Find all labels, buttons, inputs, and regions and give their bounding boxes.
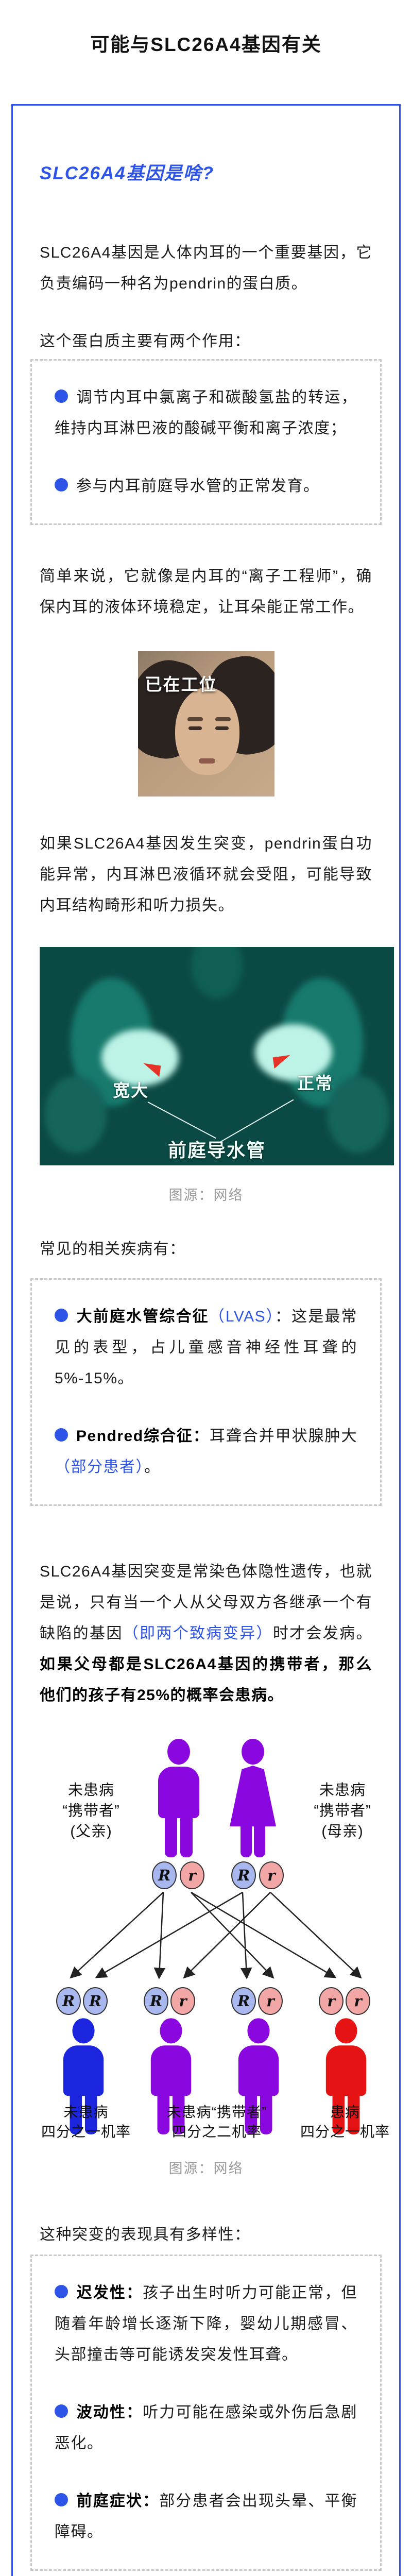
bullet-dot-icon [55,2493,68,2506]
allele-circle: r [180,1861,204,1889]
red-arrow-icon [142,1063,161,1077]
section-heading-what-is-slc26a4: SLC26A4基因是啥? [40,163,215,183]
paragraph-protein-roles-lead: 这个蛋白质主要有两个作用： [40,333,251,350]
ct-sinus-shape [191,947,243,998]
paragraph-mutation-effect: 如果SLC26A4基因发生突变，pendrin蛋白功能异常，内耳淋巴液循环就会受… [40,835,372,914]
allele-circle: R [152,1861,177,1889]
mother-figure [228,1739,278,1858]
allele-circle: R [231,1861,256,1889]
paragraph-gene-intro: SLC26A4基因是人体内耳的一个重要基因，它负责编码一种名为pendrin的蛋… [40,244,372,292]
allele-circle: R [231,1987,256,2015]
eye-shape [215,726,229,730]
red-arrow-icon [272,1055,292,1069]
allele-circle: r [259,1861,284,1889]
bullet-dot-icon [55,1309,68,1322]
list-item: 波动性：听力可能在感染或外伤后急剧恶化。 [55,2404,358,2452]
child-unaffected-figure [59,2018,108,2135]
paragraph-variability-lead: 这种突变的表现具有多样性： [40,2226,251,2243]
ct-label-vestibular-aqueduct: 前庭导水管 [167,1140,266,1161]
inheritance-arrows [70,1891,362,1979]
bullet-box-protein-roles: 调节内耳中氯离子和碳酸氢盐的转运，维持内耳淋巴液的酸碱平衡和离子浓度； 参与内耳… [30,359,382,525]
page-title: 可能与SLC26A4基因有关 [90,34,322,55]
inheritance-diagram-image[interactable]: 未患病 “携带者” (父亲) 未患病 “携带者” (母亲) R r R r [40,1733,394,2140]
eye-shape [188,726,202,730]
ct-bone-shape [327,1076,389,1153]
meme-image-at-work[interactable]: 已在工位 [138,651,274,796]
paragraph-ion-engineer: 简单来说，它就像是内耳的“离子工程师”，确保内耳的液体环境稳定，让耳朵能正常工作… [40,568,372,616]
child-affected-figure [322,2018,370,2135]
allele-circle: R [56,1987,81,2015]
list-item: 调节内耳中氯离子和碳酸氢盐的转运，维持内耳淋巴液的酸碱平衡和离子浓度； [55,389,357,437]
bullet-dot-icon [55,1428,68,1442]
list-item: Pendred综合征：耳聋合并甲状腺肿大（部分患者）。 [55,1428,358,1476]
ct-inner-ear-shape [255,1024,332,1081]
mother-label: 未患病 “携带者” (母亲) [314,1782,371,1840]
bullet-box-diseases: 大前庭水管综合征（LVAS）：这是最常见的表型，占儿童感音神经性耳聋的5%-15… [30,1278,382,1506]
father-label: 未患病 “携带者” (父亲) [62,1782,120,1840]
father-figure [154,1739,203,1858]
allele-circle: r [258,1987,283,2015]
bullet-dot-icon [55,2285,68,2298]
bullet-dot-icon [55,2404,68,2418]
brow-shape [187,717,203,721]
allele-circle: R [144,1987,168,2015]
list-item: 大前庭水管综合征（LVAS）：这是最常见的表型，占儿童感音神经性耳聋的5%-15… [55,1308,358,1387]
list-item: 迟发性：孩子出生时听力可能正常，但随着年龄增长逐渐下降，婴幼儿期感冒、头部撞击等… [55,2284,358,2363]
list-item: 前庭症状：部分患者会出现头晕、平衡障碍。 [55,2493,358,2540]
paragraph-inheritance: SLC26A4基因突变是常染色体隐性遗传，也就是说，只有当一个人从父母双方各继承… [40,1563,373,1704]
allele-circle: r [319,1987,344,2015]
list-item: 参与内耳前庭导水管的正常发育。 [55,471,357,502]
paragraph-diseases-lead: 常见的相关疾病有： [40,1241,186,1258]
mouth-shape [198,758,215,764]
ct-label-normal: 正常 [297,1074,333,1093]
brow-shape [215,717,231,721]
allele-circle: r [346,1987,370,2015]
ct-scan-image[interactable]: 宽大 正常 前庭导水管 [40,947,394,1165]
child-label-affected: 患病 四分之一机率 [300,2104,390,2140]
bullet-box-variability: 迟发性：孩子出生时听力可能正常，但随着年龄增长逐渐下降，婴幼儿期感冒、头部撞击等… [30,2255,382,2571]
bullet-dot-icon [55,478,68,492]
image-credit: 图源：网络 [168,1188,244,1203]
meme-caption: 已在工位 [145,675,217,694]
bullet-dot-icon [55,389,68,403]
image-credit: 图源：网络 [168,2161,244,2176]
ct-label-enlarged: 宽大 [113,1081,149,1100]
child-label-unaffected: 未患病 四分之一机率 [41,2104,131,2140]
child-label-carrier: 未患病“携带者” 四分之二机率 [166,2104,267,2140]
allele-circle: R [83,1987,108,2015]
ct-bone-shape [45,1076,107,1153]
child-carrier-figure [147,2018,195,2135]
article-card: SLC26A4基因是啥? SLC26A4基因是人体内耳的一个重要基因，它负责编码… [11,104,401,2576]
allele-circle: r [170,1987,195,2015]
ct-callout-line [147,1101,216,1139]
ct-inner-ear-shape [101,1029,179,1086]
child-carrier-figure [234,2018,283,2135]
